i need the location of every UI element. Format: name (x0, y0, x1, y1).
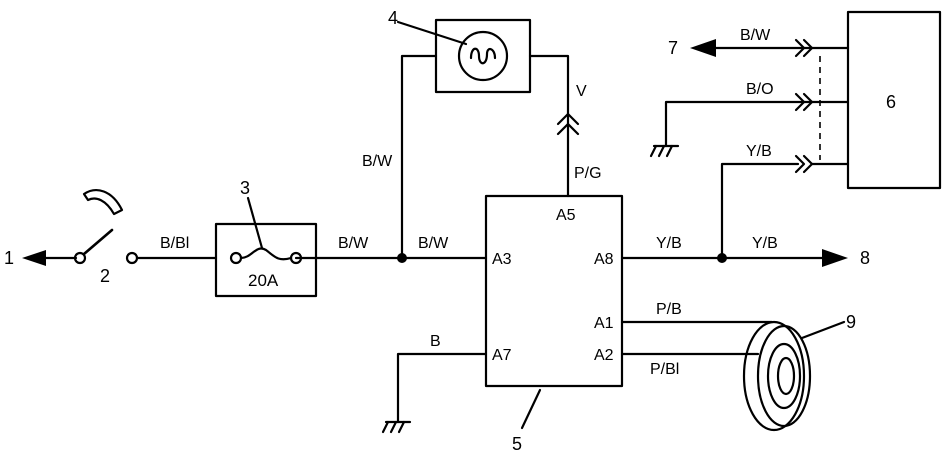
lamp-filament-icon (469, 47, 497, 65)
callout-3: 3 (240, 178, 250, 198)
fuse-element-icon (239, 247, 293, 261)
callout-5: 5 (512, 434, 522, 453)
wire-v-pg (528, 54, 570, 198)
callout-9: 9 (846, 312, 856, 332)
callout-6: 6 (886, 92, 896, 112)
pin-a7: A7 (492, 347, 512, 364)
callout-2: 2 (100, 266, 110, 286)
ground-icon (381, 420, 412, 434)
pin-a5: A5 (556, 207, 576, 224)
callout-8: 8 (860, 248, 870, 268)
output-arrow-7 (690, 39, 716, 57)
pin-a1: A1 (594, 315, 614, 332)
ground-icon-2 (649, 144, 680, 158)
connector-unit6-icon (794, 38, 814, 174)
unit-6 (846, 10, 942, 190)
wire-label-pbl: P/Bl (650, 361, 679, 378)
switch-key-icon (82, 189, 124, 216)
callout-5-leader (520, 388, 542, 430)
wire-label-yb-unit6: Y/B (746, 143, 772, 160)
wire-label-bw-fuse-out: B/W (338, 235, 369, 252)
wire-label-yb-to-8: Y/B (752, 235, 778, 252)
warning-lamp (434, 18, 532, 94)
fuse (214, 222, 318, 298)
wire-label-bw-to-a3: B/W (418, 235, 449, 252)
connector-icon (556, 112, 580, 136)
wire-label-bo: B/O (746, 81, 774, 98)
callout-7: 7 (668, 38, 678, 58)
ignition-switch (73, 189, 139, 265)
wire-label-v: V (576, 83, 587, 100)
pin-a3: A3 (492, 251, 512, 268)
output-arrow-1 (22, 250, 78, 266)
callout-4-leader (396, 20, 468, 46)
callout-9-leader (800, 320, 846, 340)
pin-a8: A8 (594, 251, 614, 268)
fuse-rating: 20A (248, 271, 279, 290)
control-module (484, 194, 624, 388)
wire-label-bbl: B/Bl (160, 235, 189, 252)
wire-label-pg: P/G (574, 165, 602, 182)
sensor-coil (742, 320, 812, 432)
wire-bo (664, 100, 850, 148)
wire-bw-lamp (400, 54, 438, 260)
wire-label-pb: P/B (656, 301, 682, 318)
wire-yb-unit6 (720, 162, 800, 260)
wire-label-b: B (430, 333, 441, 350)
wire-label-bw-to-7: B/W (740, 27, 771, 44)
pin-a2: A2 (594, 347, 614, 364)
wire-label-bw-to-lamp: B/W (362, 153, 393, 170)
wire-b-ground (396, 352, 488, 424)
callout-4: 4 (388, 8, 398, 28)
wire-label-yb-a8: Y/B (656, 235, 682, 252)
callout-1: 1 (4, 248, 14, 268)
output-arrow-8 (822, 249, 848, 267)
callout-3-leader (246, 196, 264, 250)
